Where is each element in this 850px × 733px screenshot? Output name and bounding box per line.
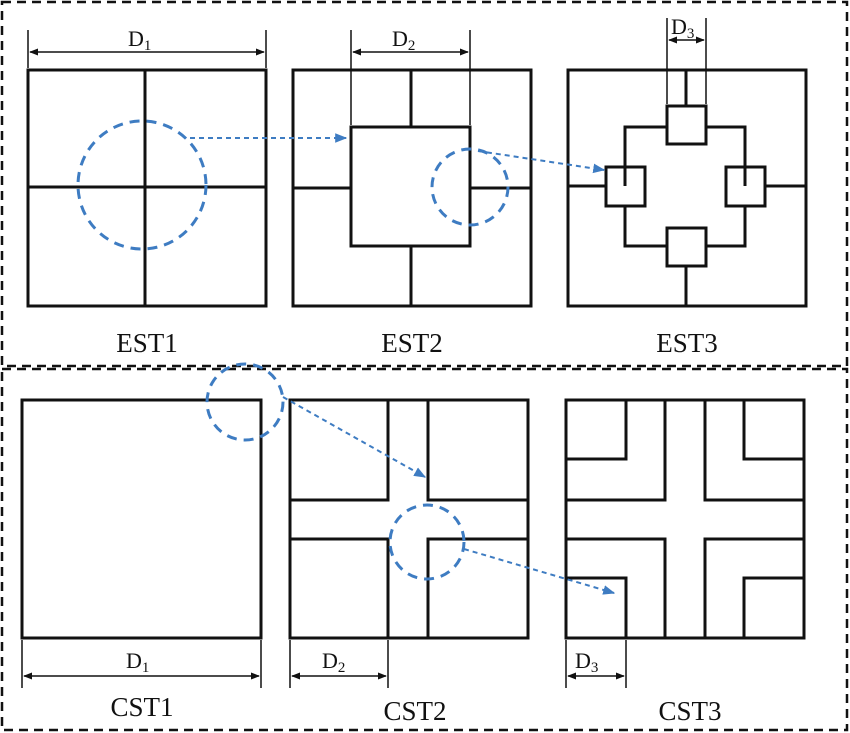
arrow-est2-to-est3	[477, 150, 606, 174]
cst3-shape	[564, 398, 806, 640]
est1-dimension	[27, 30, 267, 68]
est3-caption: EST3	[656, 328, 718, 358]
est3-shape	[566, 68, 808, 308]
arrow-cst2-to-cst3	[463, 548, 616, 595]
est2-caption: EST2	[381, 328, 443, 358]
est3-dimension-label: D3	[671, 14, 694, 42]
cst1-shape	[20, 398, 263, 640]
cst2-shape	[288, 398, 530, 640]
cst-panel-frame	[0, 367, 849, 732]
cst3-dimension-label: D3	[575, 648, 598, 676]
est2-shape	[291, 68, 533, 308]
cst1-dimension	[21, 640, 262, 688]
est1-shape	[26, 68, 268, 308]
cst2-dimension	[289, 640, 389, 688]
est2-edge-highlight-circle	[430, 147, 510, 227]
est3-dimension	[666, 18, 707, 104]
est1-caption: EST1	[116, 328, 178, 358]
arrow-cst1-to-cst2	[282, 396, 427, 478]
est2-dimension-label: D2	[392, 26, 415, 54]
cst2-caption: CST2	[383, 696, 446, 726]
cst1-corner-highlight-circle	[205, 362, 285, 442]
cst2-dimension-label: D2	[322, 648, 345, 676]
est1-center-highlight-circle	[76, 119, 208, 251]
est1-dimension-label: D1	[128, 26, 151, 54]
cst1-dimension-label: D1	[126, 648, 149, 676]
cst2-center-highlight-circle	[388, 503, 466, 581]
cst3-caption: CST3	[658, 696, 721, 726]
est-panel-frame	[0, 0, 849, 368]
cst3-dimension	[565, 640, 627, 688]
cst1-caption: CST1	[110, 692, 173, 722]
est2-dimension	[350, 30, 471, 125]
